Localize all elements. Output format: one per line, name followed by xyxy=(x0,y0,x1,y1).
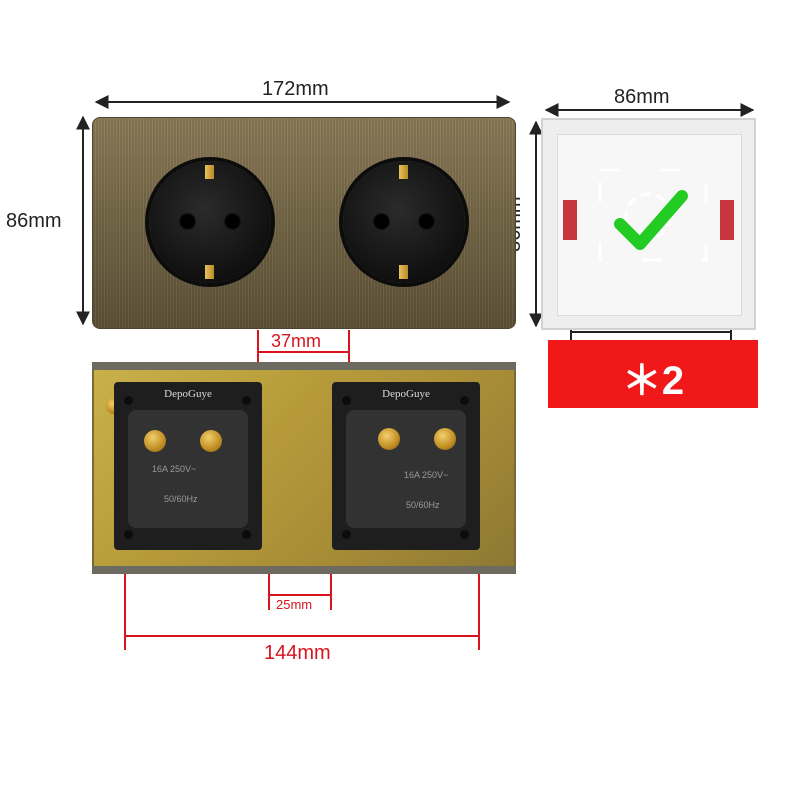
box-clip-left xyxy=(563,200,577,240)
terminal-screw-icon xyxy=(200,430,222,452)
box-clip-right xyxy=(720,200,734,240)
check-icon xyxy=(598,168,708,262)
brand-label-right: DepoGuye xyxy=(382,388,430,400)
spec-freq-right: 50/60Hz xyxy=(406,500,440,510)
terminal-screw-icon xyxy=(434,428,456,450)
spec-freq-left: 50/60Hz xyxy=(164,494,198,504)
module-right: DepoGuye 16A 250V~ 50/60Hz xyxy=(332,382,480,550)
module-width-label: 37mm xyxy=(271,331,322,351)
back-frame: DepoGuye 16A 250V~ 50/60Hz DepoGuye 16A … xyxy=(92,362,516,574)
box-width-label: 86mm xyxy=(614,86,670,108)
quantity-badge: ＊2 xyxy=(548,340,758,408)
socket-right xyxy=(343,161,465,283)
socket-left xyxy=(149,161,271,283)
height-86-label: 86mm xyxy=(6,210,62,232)
spec-rating-right: 16A 250V~ xyxy=(404,470,449,480)
brand-label-left: DepoGuye xyxy=(164,388,212,400)
mounting-box xyxy=(541,118,756,330)
total-span-label: 144mm xyxy=(264,642,331,664)
module-left: DepoGuye 16A 250V~ 50/60Hz xyxy=(114,382,262,550)
terminal-screw-icon xyxy=(144,430,166,452)
module-gap-label: 25mm xyxy=(276,597,313,612)
quantity-badge-text: ＊2 xyxy=(621,359,685,403)
terminal-screw-icon xyxy=(378,428,400,450)
width-172-label: 172mm xyxy=(262,78,329,100)
spec-rating-left: 16A 250V~ xyxy=(152,464,197,474)
front-plate xyxy=(92,117,516,329)
